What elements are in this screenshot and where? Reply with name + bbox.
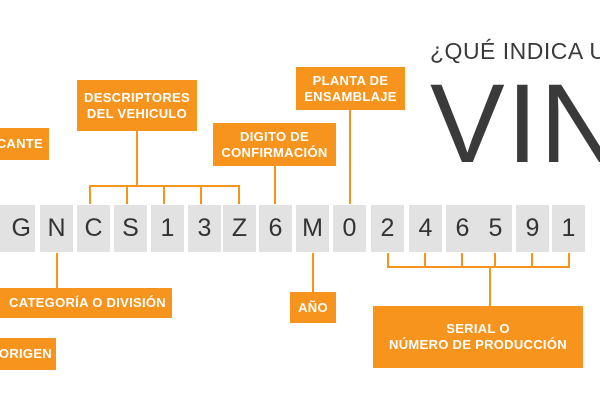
vin-char-9: M — [296, 205, 329, 252]
label-descriptores: DESCRIPTORES DEL VEHICULO — [77, 80, 197, 131]
label-origen: ORIGEN — [0, 338, 56, 370]
vin-char-16: 1 — [552, 205, 585, 252]
vin-char-15: 9 — [516, 205, 549, 252]
label-digito-confirmacion: DIGITO DE CONFIRMACIÓN — [213, 123, 336, 166]
vin-char-13: 6 — [446, 205, 479, 252]
vin-char-2: N — [40, 205, 73, 252]
label-categoria-division: CATEGORÍA O DIVISIÓN — [0, 288, 172, 318]
vin-char-3: C — [77, 205, 110, 252]
label-fabricante: CANTE — [0, 128, 49, 160]
vin-char-7: Z — [223, 205, 256, 252]
vin-char-4: S — [114, 205, 147, 252]
vin-char-6: 3 — [188, 205, 221, 252]
descriptores-connector — [89, 131, 240, 204]
vin-char-1: G — [0, 205, 35, 252]
vin-char-12: 4 — [409, 205, 442, 252]
title-vin: VIN — [430, 61, 600, 186]
vin-char-14: 5 — [479, 205, 512, 252]
title-question: ¿QUÉ INDICA UN — [430, 38, 600, 64]
label-anio: AÑO — [290, 292, 336, 323]
vin-char-11: 2 — [371, 205, 404, 252]
serial-connector — [387, 253, 570, 306]
label-serial-produccion: SERIAL O NÚMERO DE PRODUCCIÓN — [373, 306, 583, 368]
label-planta-ensamblaje: PLANTA DE ENSAMBLAJE — [296, 67, 405, 110]
vin-char-8: 6 — [259, 205, 292, 252]
vin-char-5: 1 — [151, 205, 184, 252]
vin-char-10: 0 — [333, 205, 366, 252]
